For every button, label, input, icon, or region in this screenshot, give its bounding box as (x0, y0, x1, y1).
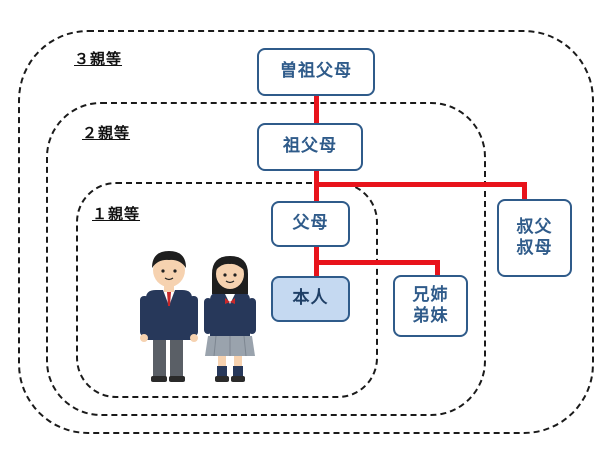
node-siblings: 兄姉 弟妹 (393, 275, 468, 337)
node-grandparents: 祖父母 (257, 123, 363, 171)
zone-label-first-degree: １親等 (92, 205, 141, 223)
node-great-grandparents: 曽祖父母 (257, 48, 375, 96)
zone-label-third-degree: ３親等 (74, 50, 123, 68)
node-label: 祖父母 (283, 136, 337, 157)
node-label: 曽祖父母 (280, 61, 352, 82)
connector-siblings-drop (435, 260, 440, 277)
connector-great-grandparents-to-grandparents (314, 95, 319, 124)
zone-third-degree (18, 30, 594, 434)
zone-first-degree (76, 182, 378, 398)
two-students-icon (140, 251, 256, 382)
node-label-line: 叔母 (516, 238, 553, 258)
zone-second-degree (46, 102, 486, 416)
girl-student-icon (204, 256, 256, 382)
connector-grandparents-to-uncles (314, 182, 527, 187)
node-parents: 父母 (271, 201, 350, 247)
zone-label-second-degree: ２親等 (82, 124, 131, 142)
node-label-line: 弟妹 (412, 306, 449, 326)
connector-uncles-drop (522, 182, 527, 200)
connector-parents-to-siblings (314, 260, 440, 265)
node-uncles-aunts: 叔父 叔母 (497, 199, 572, 277)
node-self: 本人 (271, 276, 350, 322)
node-label-line: 兄姉 (412, 284, 449, 305)
boy-student-icon (140, 251, 198, 382)
node-label: 本人 (292, 288, 329, 309)
node-label-line: 叔父 (516, 216, 553, 237)
node-label: 父母 (292, 213, 329, 234)
